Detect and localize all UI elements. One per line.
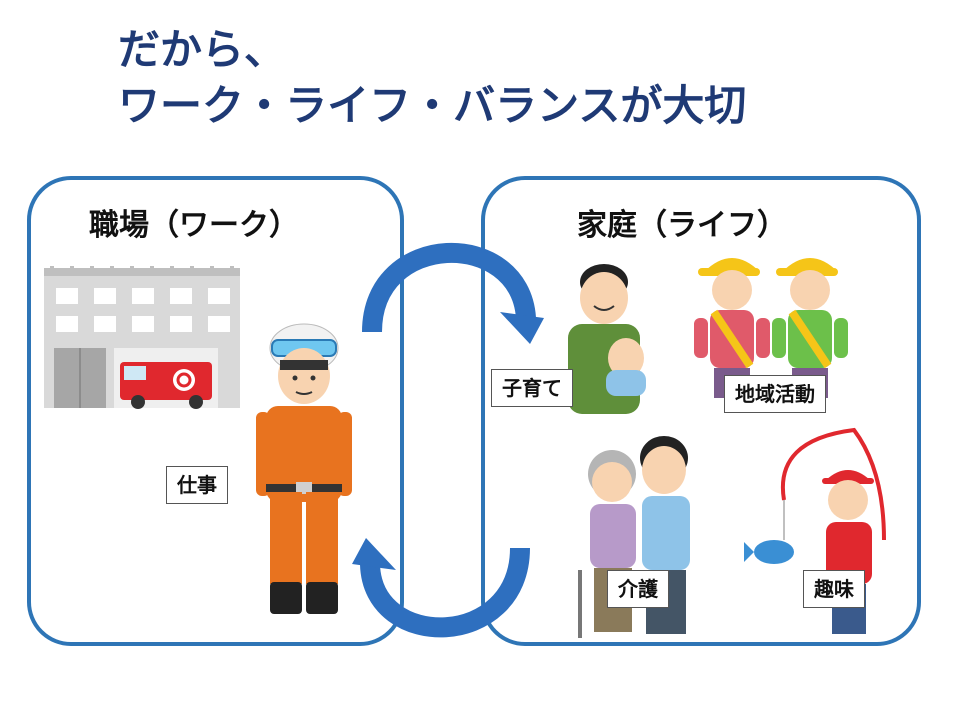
childcare-label: 子育て bbox=[491, 369, 573, 407]
slide-title: だから、 ワーク・ライフ・バランスが大切 bbox=[118, 22, 746, 134]
caregiving-illustration bbox=[578, 436, 690, 638]
care-label: 介護 bbox=[607, 570, 669, 608]
work-panel-title: 職場（ワーク） bbox=[89, 208, 299, 243]
firefighter-illustration bbox=[256, 323, 352, 614]
work-label: 仕事 bbox=[166, 466, 228, 504]
fire-station-illustration bbox=[44, 266, 240, 409]
title-line-1: だから、 bbox=[118, 25, 287, 74]
life-panel-title: 家庭（ライフ） bbox=[577, 208, 787, 243]
hobby-fishing-illustration bbox=[744, 427, 886, 634]
community-label: 地域活動 bbox=[724, 375, 826, 413]
work-panel: 職場（ワーク） bbox=[27, 176, 404, 646]
hobby-label: 趣味 bbox=[803, 570, 865, 608]
title-line-2: ワーク・ライフ・バランスが大切 bbox=[118, 81, 747, 130]
childcare-illustration bbox=[568, 264, 646, 414]
